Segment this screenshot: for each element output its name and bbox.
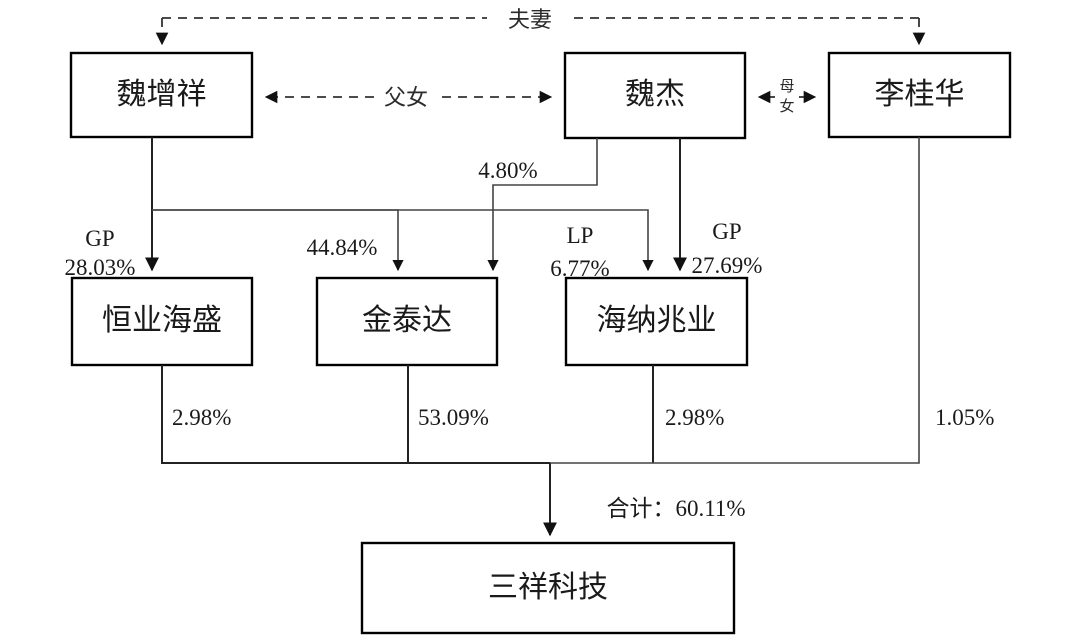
relationship-label-fuqi: 夫妻 (508, 7, 552, 32)
person-label-wei-zengxiang: 魏增祥 (117, 78, 207, 111)
percent-label-53-09: 53.09% (418, 405, 489, 430)
percent-label-4-80: 4.80% (478, 158, 537, 183)
entity-label-hengye-haisheng: 恒业海盛 (102, 304, 222, 337)
edge-weijie-to-jintaida (487, 138, 598, 272)
entity-label-haina-zhaoye: 海纳兆业 (597, 304, 717, 337)
role-label-lp-hainazhaoye: LP (567, 223, 594, 248)
entity-box-jintaida[interactable]: 金泰达 (315, 276, 499, 367)
percent-label-27-69: 27.69% (692, 253, 763, 278)
percent-label-1-05: 1.05% (935, 405, 994, 430)
total-holding-label: 合计：60.11% (606, 496, 745, 521)
percent-label-28-03: 28.03% (65, 255, 136, 280)
relationship-fuqi: 夫妻 (155, 7, 926, 46)
person-box-wei-zengxiang[interactable]: 魏增祥 (69, 51, 254, 139)
person-box-li-guihua[interactable]: 李桂华 (827, 51, 1012, 139)
role-label-gp-hainazhaoye: GP (712, 219, 741, 244)
edge-hengyehaisheng-to-bus (161, 365, 550, 464)
relationship-funv: 父女 (264, 85, 553, 110)
relationship-munv: 母 女 (757, 78, 817, 115)
entity-label-jintaida: 金泰达 (362, 304, 452, 337)
relationship-label-munv-line2: 女 (779, 97, 794, 115)
person-label-li-guihua: 李桂华 (875, 78, 965, 111)
edge-liguihua-to-bus (550, 137, 920, 464)
percent-label-2-98-hengye: 2.98% (172, 405, 231, 430)
relationship-label-funv: 父女 (384, 85, 428, 110)
relationship-label-munv-line1: 母 (779, 78, 794, 95)
entity-box-hengye-haisheng[interactable]: 恒业海盛 (70, 276, 254, 367)
entity-box-haina-zhaoye[interactable]: 海纳兆业 (564, 276, 749, 367)
percent-label-2-98-haina: 2.98% (665, 405, 724, 430)
person-box-wei-jie[interactable]: 魏杰 (563, 51, 747, 140)
target-box-sanxiang-keji[interactable]: 三祥科技 (360, 541, 736, 635)
target-label-sanxiang-keji: 三祥科技 (488, 571, 608, 604)
percent-label-44-84: 44.84% (307, 235, 378, 260)
role-label-gp-hengyehaisheng: GP (85, 226, 114, 251)
person-label-wei-jie: 魏杰 (625, 78, 685, 111)
edge-weijie-to-hainazhaoye-lp (152, 209, 654, 272)
